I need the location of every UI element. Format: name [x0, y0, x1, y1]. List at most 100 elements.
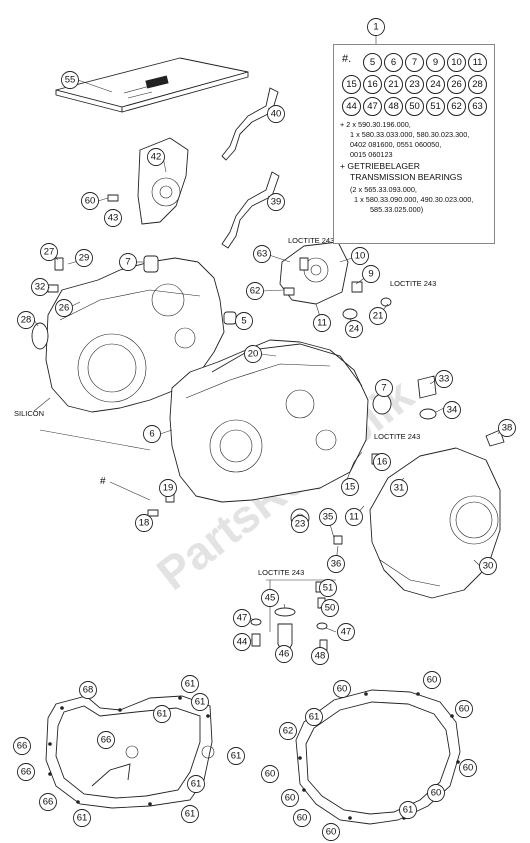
- gasket-left-cover: [45, 695, 213, 809]
- note-part-number: 28: [468, 75, 487, 94]
- svg-text:66: 66: [21, 767, 32, 778]
- callout-63: 63: [253, 245, 271, 263]
- svg-text:61: 61: [309, 712, 320, 723]
- svg-text:36: 36: [331, 559, 342, 570]
- svg-text:63: 63: [257, 249, 268, 260]
- note-part-number: 10: [447, 53, 466, 72]
- seal-ring-28: [31, 322, 49, 350]
- svg-text:39: 39: [271, 197, 282, 208]
- svg-text:6: 6: [149, 429, 154, 440]
- svg-text:60: 60: [427, 675, 438, 686]
- shift-shaft-39: [221, 171, 280, 249]
- callout-31: 31: [390, 479, 408, 497]
- callout-66: 66: [39, 793, 57, 811]
- callout-60: 60: [455, 700, 473, 718]
- svg-text:61: 61: [185, 809, 196, 820]
- note-part-number: 51: [426, 97, 445, 116]
- callout-61: 61: [181, 805, 199, 823]
- svg-text:11: 11: [317, 318, 327, 329]
- svg-text:55: 55: [65, 75, 76, 86]
- parts-note-box: #. 5 6 7 9 10 11 15 16 21 23 24 26 28 44…: [333, 44, 495, 244]
- svg-text:15: 15: [345, 482, 356, 493]
- callout-47: 47: [233, 609, 251, 627]
- callout-11: 11: [345, 508, 363, 526]
- note-part-number: 44: [342, 97, 361, 116]
- note-line: + 2 x 590.30.196.000,: [340, 120, 411, 129]
- note-part-number: 23: [405, 75, 424, 94]
- svg-text:46: 46: [279, 649, 290, 660]
- callout-68: 68: [79, 681, 97, 699]
- svg-text:44: 44: [237, 637, 248, 648]
- bearing-7-right: [372, 393, 392, 415]
- loctite-label-2: LOCTITE 243: [390, 279, 436, 288]
- note-part-number: 11: [468, 53, 487, 72]
- note-hash-symbol: #.: [342, 53, 352, 65]
- callout-60: 60: [459, 759, 477, 777]
- callout-39: 39: [267, 193, 285, 211]
- callout-20: 20: [244, 345, 262, 363]
- callout-60: 60: [423, 671, 441, 689]
- callout-5: 5: [235, 312, 253, 330]
- shift-shaft-40: [221, 87, 279, 161]
- callout-33: 33: [435, 370, 453, 388]
- note-part-number: 50: [405, 97, 424, 116]
- svg-text:19: 19: [163, 483, 174, 494]
- callout-15: 15: [341, 478, 359, 496]
- callout-55: 55: [61, 71, 79, 89]
- svg-text:9: 9: [368, 269, 373, 280]
- svg-text:66: 66: [101, 735, 112, 746]
- callout-11: 11: [313, 314, 331, 332]
- svg-text:40: 40: [271, 109, 282, 120]
- callout-51: 51: [319, 579, 337, 597]
- note-part-number: 21: [384, 75, 403, 94]
- callout-6: 6: [143, 425, 161, 443]
- callout-48: 48: [311, 647, 329, 665]
- svg-text:66: 66: [43, 797, 54, 808]
- callout-38: 38: [498, 419, 516, 437]
- callout-34: 34: [443, 401, 461, 419]
- callout-66: 66: [17, 763, 35, 781]
- note-line: TRANSMISSION BEARINGS: [350, 172, 463, 182]
- callout-62: 62: [279, 722, 297, 740]
- callout-61: 61: [187, 775, 205, 793]
- svg-text:33: 33: [439, 374, 450, 385]
- svg-text:32: 32: [35, 282, 46, 293]
- note-line: 585.33.025.000): [370, 205, 424, 214]
- note-part-number: 7: [405, 53, 424, 72]
- note-part-number: 62: [447, 97, 466, 116]
- note-part-number: 63: [468, 97, 487, 116]
- callout-61: 61: [73, 809, 91, 827]
- svg-text:7: 7: [125, 257, 130, 268]
- svg-text:1: 1: [373, 22, 378, 33]
- svg-text:60: 60: [431, 788, 442, 799]
- callout-61: 61: [399, 801, 417, 819]
- note-part-number: 15: [342, 75, 361, 94]
- callout-10: 10: [351, 247, 369, 265]
- svg-text:60: 60: [459, 704, 470, 715]
- svg-text:48: 48: [315, 651, 326, 662]
- callout-61: 61: [227, 747, 245, 765]
- callout-assembly-1: 1: [367, 18, 385, 36]
- svg-text:62: 62: [283, 726, 294, 737]
- gasket-left-cover-inner: [55, 705, 201, 799]
- svg-text:30: 30: [483, 561, 494, 572]
- note-part-number: 48: [384, 97, 403, 116]
- callout-40: 40: [267, 105, 285, 123]
- callout-29: 29: [75, 249, 93, 267]
- callout-42: 42: [147, 148, 165, 166]
- callout-62: 62: [246, 282, 264, 300]
- svg-text:26: 26: [59, 303, 70, 314]
- callout-66: 66: [13, 737, 31, 755]
- crankcase-gasket-20: [211, 343, 363, 387]
- svg-text:61: 61: [231, 751, 242, 762]
- svg-text:60: 60: [85, 196, 96, 207]
- loctite-label-1: LOCTITE 243: [288, 236, 334, 245]
- svg-text:38: 38: [502, 423, 513, 434]
- callout-60: 60: [333, 680, 351, 698]
- callout-7: 7: [375, 379, 393, 397]
- note-part-number: 26: [447, 75, 466, 94]
- svg-text:35: 35: [323, 512, 334, 523]
- callout-61: 61: [305, 708, 323, 726]
